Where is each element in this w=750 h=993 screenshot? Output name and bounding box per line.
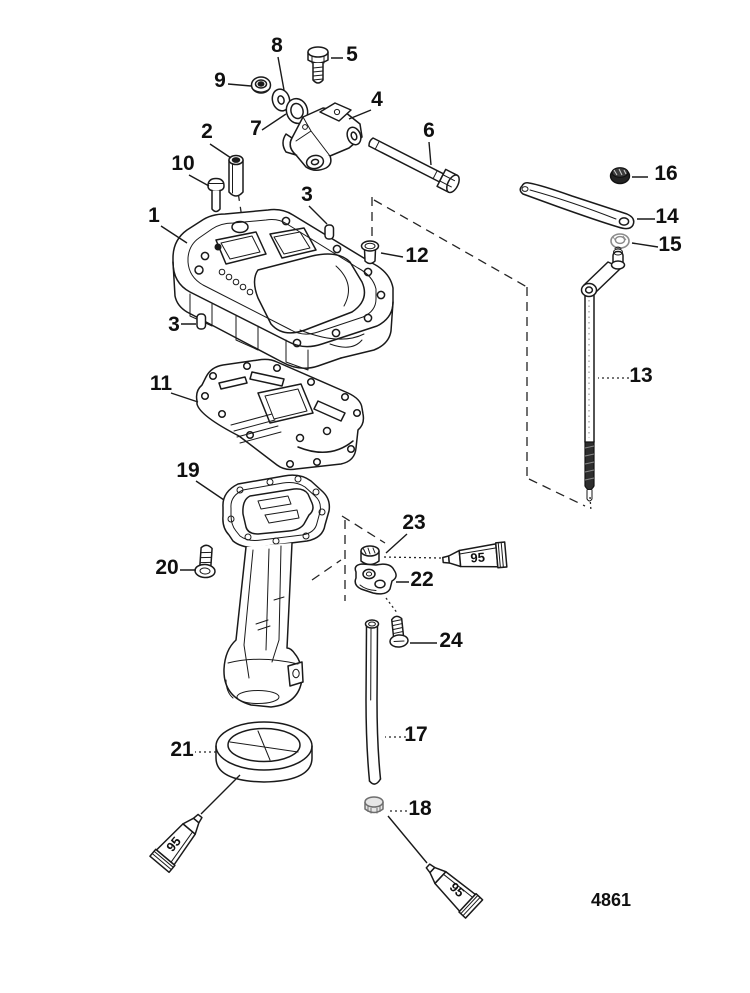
callout-12: 12 <box>405 244 428 267</box>
callout-23: 23 <box>402 511 425 534</box>
part-15-washer <box>610 233 630 249</box>
dotted-leader-lines <box>195 377 629 812</box>
part-22-clamp <box>354 563 397 595</box>
part-12-bushing <box>360 240 380 265</box>
part-13-shift-rod <box>580 246 626 502</box>
callout-10: 10 <box>171 152 194 175</box>
callout-11: 11 <box>150 372 173 395</box>
part-21-seal-ring <box>215 721 313 783</box>
part-3-pin-left <box>196 313 207 330</box>
callout-8: 8 <box>271 34 283 57</box>
callout-6: 6 <box>423 119 435 142</box>
part-5-bolt <box>307 46 329 84</box>
part-9-nut <box>250 76 272 94</box>
leader-lines <box>160 56 659 864</box>
part-16-locknut <box>609 167 631 185</box>
construction-lines <box>237 191 586 601</box>
part-10-screw <box>207 177 225 213</box>
callout-19: 19 <box>176 459 199 482</box>
part-6-bolt <box>368 137 460 194</box>
part-3-pin-top <box>324 224 335 240</box>
callout-4: 4 <box>371 88 383 111</box>
callout-22: 22 <box>410 568 433 591</box>
callout-2: 2 <box>201 120 213 143</box>
part-4-fitting <box>282 102 363 171</box>
callout-7: 7 <box>250 117 262 140</box>
part-19-driveshaft-housing <box>222 474 331 708</box>
sealant-label-right: 95 <box>470 550 485 566</box>
callout-3-top: 3 <box>301 183 313 206</box>
callout-5: 5 <box>346 43 358 66</box>
part-18-seal-cap <box>364 796 384 814</box>
callout-18: 18 <box>408 797 432 820</box>
part-24-screw <box>389 615 409 648</box>
callout-16: 16 <box>654 162 677 185</box>
part-8-washer <box>271 88 291 112</box>
callout-13: 13 <box>629 364 652 387</box>
callout-9: 9 <box>214 69 226 92</box>
callout-20: 20 <box>155 556 178 579</box>
callout-24: 24 <box>439 629 463 652</box>
callout-14: 14 <box>655 205 679 228</box>
part-20-screw <box>194 544 216 579</box>
callout-1: 1 <box>148 204 160 227</box>
callout-15: 15 <box>658 233 682 256</box>
part-11-gasket <box>195 358 365 471</box>
part-17-water-tube <box>364 619 382 785</box>
part-23-grommet <box>360 545 380 566</box>
part-2-sleeve <box>228 154 244 197</box>
part-14-link-arm <box>519 182 635 230</box>
callout-17: 17 <box>404 723 427 746</box>
callout-21: 21 <box>170 738 194 761</box>
part-1-adapter-plate <box>172 208 394 371</box>
callout-3-left: 3 <box>168 313 180 336</box>
drawing-number: 4861 <box>591 890 631 910</box>
